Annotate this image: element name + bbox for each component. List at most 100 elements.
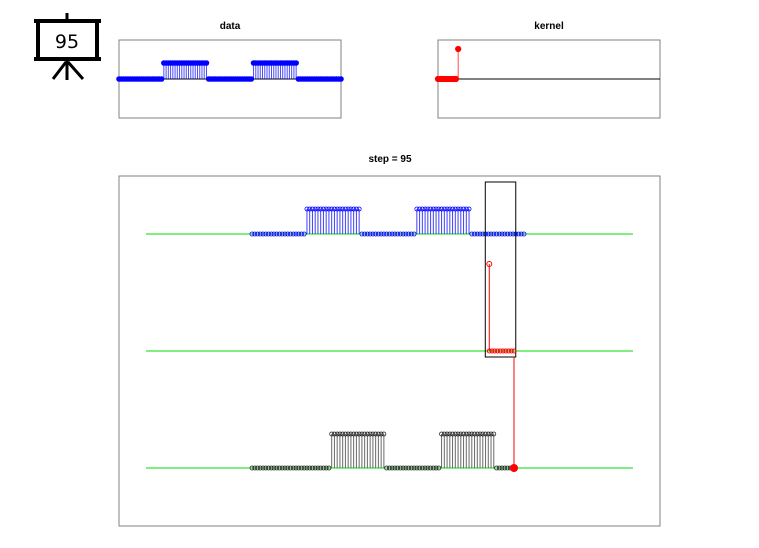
kernel-point	[486, 261, 493, 267]
data-point	[452, 206, 458, 212]
output-point	[422, 465, 428, 471]
data-point	[288, 231, 293, 237]
data-point	[425, 206, 431, 212]
data-point	[458, 206, 464, 212]
output-point	[491, 431, 497, 437]
data-point	[510, 231, 516, 237]
data-point	[282, 231, 288, 237]
output-point	[400, 465, 406, 471]
kernel-point	[508, 348, 514, 354]
output-point	[279, 465, 285, 471]
data-point	[403, 231, 409, 237]
output-point	[301, 465, 307, 471]
data-point	[299, 231, 304, 237]
data-point	[268, 231, 274, 237]
data-plot-marks	[116, 60, 344, 82]
data-point	[488, 231, 494, 237]
data-point	[338, 76, 344, 82]
data-point	[321, 206, 326, 212]
output-point	[304, 465, 310, 471]
data-point	[518, 231, 524, 237]
data-point	[414, 206, 420, 212]
output-point	[439, 431, 444, 437]
data-point	[408, 231, 414, 237]
data-point	[395, 231, 401, 237]
data-point	[505, 231, 510, 237]
data-point	[354, 206, 359, 212]
kernel-point	[495, 348, 500, 354]
data-point	[472, 231, 477, 237]
data-point	[516, 231, 521, 237]
output-point	[334, 431, 340, 437]
output-point	[282, 465, 288, 471]
data-point	[263, 231, 269, 237]
output-point	[433, 465, 439, 471]
output-point	[268, 465, 274, 471]
output-point	[340, 431, 346, 437]
output-point	[299, 465, 304, 471]
data-point	[384, 231, 390, 237]
output-point	[436, 465, 442, 471]
data-point	[293, 231, 299, 237]
output-point	[430, 465, 436, 471]
data-point	[397, 231, 403, 237]
kernel-point	[506, 348, 511, 354]
data-point	[315, 206, 321, 212]
data-point	[455, 206, 461, 212]
data-point	[257, 231, 263, 237]
output-point	[288, 465, 293, 471]
output-point	[252, 465, 258, 471]
output-point	[293, 465, 299, 471]
output-point	[312, 465, 318, 471]
data-point	[312, 206, 318, 212]
data-point	[378, 231, 384, 237]
output-point	[351, 431, 357, 437]
output-point	[375, 431, 381, 437]
data-point	[466, 206, 472, 212]
output-point	[274, 465, 280, 471]
data-point	[285, 231, 291, 237]
output-point	[441, 431, 447, 437]
output-point	[408, 465, 414, 471]
data-point	[290, 231, 296, 237]
output-point	[332, 431, 337, 437]
presentation-board-icon	[34, 13, 101, 80]
kernel-point	[497, 348, 503, 354]
output-point	[359, 431, 365, 437]
output-point	[285, 465, 291, 471]
data-point	[491, 231, 497, 237]
data-point	[502, 231, 508, 237]
data-point	[356, 206, 362, 212]
data-point	[274, 231, 280, 237]
data-point	[348, 206, 354, 212]
data-point	[293, 60, 299, 66]
data-point	[496, 231, 502, 237]
kernel-point	[489, 348, 495, 354]
data-point	[494, 231, 499, 237]
data-point	[463, 206, 469, 212]
data-point	[260, 231, 266, 237]
output-point	[494, 465, 499, 471]
data-point	[469, 231, 475, 237]
data-point	[428, 206, 433, 212]
output-point	[483, 431, 488, 437]
output-point	[260, 465, 266, 471]
data-point	[343, 206, 348, 212]
data-point	[411, 231, 417, 237]
output-point	[397, 465, 403, 471]
data-point	[345, 206, 351, 212]
data-point	[362, 231, 368, 237]
data-point	[477, 231, 483, 237]
output-point	[356, 431, 362, 437]
output-point	[249, 465, 255, 471]
kernel-point	[511, 348, 517, 354]
data-point	[329, 206, 335, 212]
kernel-plot-title: kernel	[534, 21, 564, 32]
data-plot-title: data	[220, 21, 241, 32]
data-point	[392, 231, 398, 237]
output-point	[337, 431, 343, 437]
output-point	[307, 465, 313, 471]
output-point	[485, 431, 491, 437]
data-point	[422, 206, 428, 212]
data-point	[304, 206, 310, 212]
